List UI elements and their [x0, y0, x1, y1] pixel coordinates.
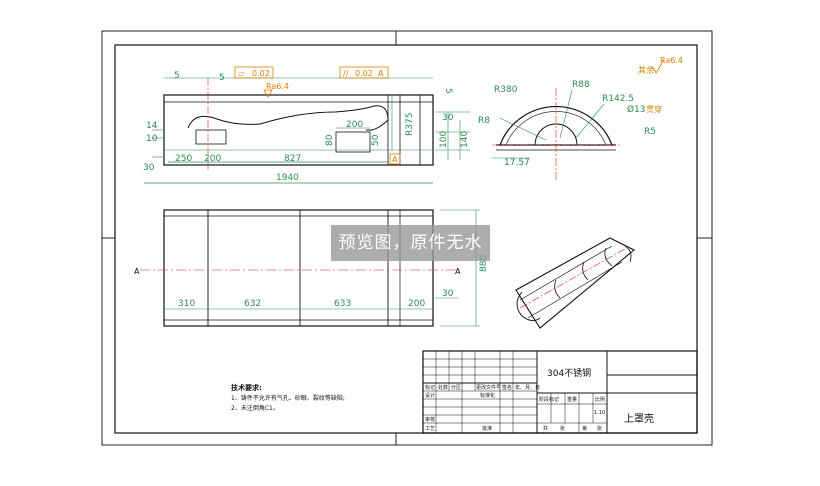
tb-material: 304不锈钢 [547, 367, 591, 379]
dim-w1757: 17.57 [504, 158, 530, 168]
dim-r375: R375 [405, 113, 415, 136]
parallel-symbol: // [343, 69, 349, 78]
plan-view: 310 632 633 200 30 880 A A [134, 209, 489, 327]
dim-top-left-5: 5 [174, 71, 180, 81]
dim-w200-plan: 200 [408, 299, 425, 309]
tb-design: 设计 [425, 392, 435, 399]
section-mark-right: A [455, 267, 461, 276]
dim-h10: 10 [146, 134, 158, 144]
tb-sheet: 张 [560, 425, 565, 432]
roughness-rest-icon [651, 59, 665, 74]
tb-page: 第 [582, 425, 587, 432]
tb-date: 年、月、日 [515, 384, 540, 391]
dim-r5: R5 [644, 127, 656, 137]
dim-h50: 50 [371, 134, 381, 146]
tech-req-title: 技术要求: [231, 383, 262, 392]
dim-top-right-5: 5 [443, 88, 453, 94]
dim-w200-slot: 200 [346, 120, 363, 130]
dim-w827: 827 [284, 154, 301, 164]
front-view: 5 5 5 ⏥ 0.02 // 0.02 A Ra6.4 14 10 30 25… [143, 66, 470, 184]
isometric-view [515, 237, 635, 329]
tb-zone: 分区 [451, 384, 461, 391]
tb-qty: 处数 [438, 384, 448, 391]
dim-h80: 80 [325, 134, 335, 146]
tb-scale: 1:10 [594, 410, 605, 416]
dim-h30-right: 30 [442, 113, 454, 123]
section-mark-left: A [134, 267, 140, 276]
tb-process: 工艺 [425, 426, 435, 432]
tb-stage: 阶段标记 [539, 396, 559, 403]
watermark-banner: 预览图，原件无水印 [331, 225, 490, 289]
tb-review: 审核 [425, 416, 435, 423]
tb-approve: 批准 [482, 425, 492, 432]
dim-w250: 250 [175, 154, 192, 164]
tb-part-name: 上罩壳 [624, 412, 654, 425]
tech-req-line1: 1、铸件不允许有气孔、砂眼、裂纹等缺陷; [231, 394, 345, 402]
side-view: R380 R88 R142.5 Ø13 贯穿 R8 R5 17.57 [478, 80, 662, 180]
dim-w310: 310 [178, 299, 195, 309]
tb-sign: 签名 [502, 384, 512, 391]
dim-r380: R380 [494, 85, 518, 95]
dim-h30-left: 30 [143, 163, 155, 173]
dim-r1425: R142.5 [602, 94, 634, 104]
dim-w1940: 1940 [276, 173, 299, 183]
dim-top-mid-5: 5 [219, 73, 225, 83]
tb-weight: 重量 [567, 396, 577, 403]
tb-total: 共 [543, 425, 548, 432]
datum-a-bottom: A [392, 155, 398, 164]
dim-r88: R88 [572, 80, 590, 90]
tb-standard: 标准化 [480, 392, 495, 399]
tb-page-unit: 张 [597, 425, 602, 432]
roughness-rest-prefix: 其余 [638, 65, 654, 75]
dim-hole: Ø13 [627, 104, 646, 115]
dim-h14: 14 [146, 121, 158, 131]
tech-req-line2: 2、未注倒角C1。 [231, 404, 279, 412]
inner-frame [114, 44, 698, 434]
flatness-frame [234, 66, 274, 79]
roughness-symbol-icon [263, 89, 273, 98]
dim-w633: 633 [334, 299, 351, 309]
flatness-symbol: ⏥ [238, 69, 245, 78]
through-label: 贯穿 [646, 104, 662, 114]
title-block: 标记 处数 分区 更改文件号 签名 年、月、日 设计 标准化 审核 工艺 批准 … [422, 350, 698, 434]
plan-view-outline [163, 209, 434, 327]
dim-h140: 140 [460, 131, 470, 148]
parallel-value: 0.02 [355, 69, 373, 78]
parallel-datum: A [378, 69, 384, 78]
parallel-frame [339, 66, 389, 79]
dim-h880: 880 [479, 255, 489, 272]
dim-h30-plan: 30 [442, 289, 454, 299]
flatness-value: 0.02 [252, 69, 270, 78]
dim-w632: 632 [244, 299, 261, 309]
tb-doc: 更改文件号 [476, 384, 501, 391]
dim-w200: 200 [204, 154, 221, 164]
dim-r8: R8 [478, 116, 490, 126]
datum-a-box [389, 153, 401, 165]
roughness-front: Ra6.4 [266, 82, 289, 91]
dim-h100: 100 [439, 131, 449, 148]
tb-ratio: 比例 [595, 396, 605, 403]
roughness-rest-value: Ra6.4 [660, 56, 683, 65]
tb-mark: 标记 [425, 384, 435, 391]
